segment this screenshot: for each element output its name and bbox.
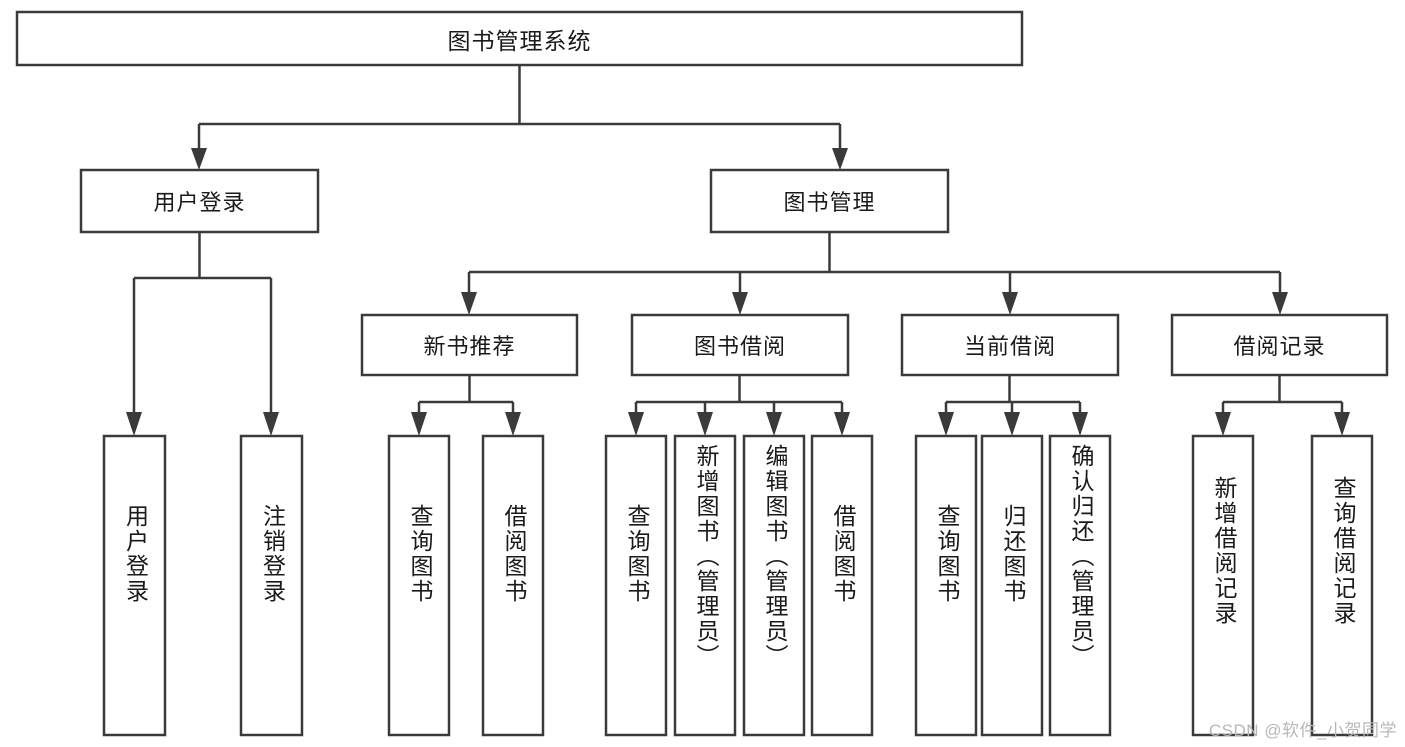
leaf-user-login-0[interactable] xyxy=(102,434,167,737)
leaf-record-1[interactable] xyxy=(1310,434,1374,737)
connector-root-to-level2 xyxy=(191,65,848,170)
connector-user-login-to-leaves xyxy=(126,232,279,436)
connector-new-book-to-leaves xyxy=(411,375,521,436)
leaf-borrow-2[interactable] xyxy=(742,434,806,737)
node-user-login[interactable] xyxy=(79,168,320,234)
leaf-new-book-0[interactable] xyxy=(387,434,451,737)
connector-book-mgmt-to-level3 xyxy=(461,232,1288,315)
node-new-book-recommend[interactable] xyxy=(360,313,579,377)
leaf-record-0[interactable] xyxy=(1191,434,1255,737)
node-book-borrow[interactable] xyxy=(630,313,850,377)
leaf-borrow-1[interactable] xyxy=(673,434,737,737)
leaf-current-2[interactable] xyxy=(1048,434,1112,737)
leaf-borrow-3[interactable] xyxy=(810,434,874,737)
connector-record-to-leaves xyxy=(1215,375,1350,436)
connector-borrow-to-leaves xyxy=(628,375,850,436)
connector-current-to-leaves xyxy=(938,375,1088,436)
leaf-current-0[interactable] xyxy=(914,434,978,737)
leaf-borrow-0[interactable] xyxy=(604,434,668,737)
leaf-current-1[interactable] xyxy=(980,434,1044,737)
node-root-book-mgmt-system[interactable] xyxy=(15,10,1024,67)
node-book-management[interactable] xyxy=(709,168,950,234)
leaf-new-book-1[interactable] xyxy=(481,434,545,737)
node-current-borrow[interactable] xyxy=(900,313,1120,377)
leaf-user-login-1[interactable] xyxy=(239,434,304,737)
node-borrow-record[interactable] xyxy=(1170,313,1389,377)
